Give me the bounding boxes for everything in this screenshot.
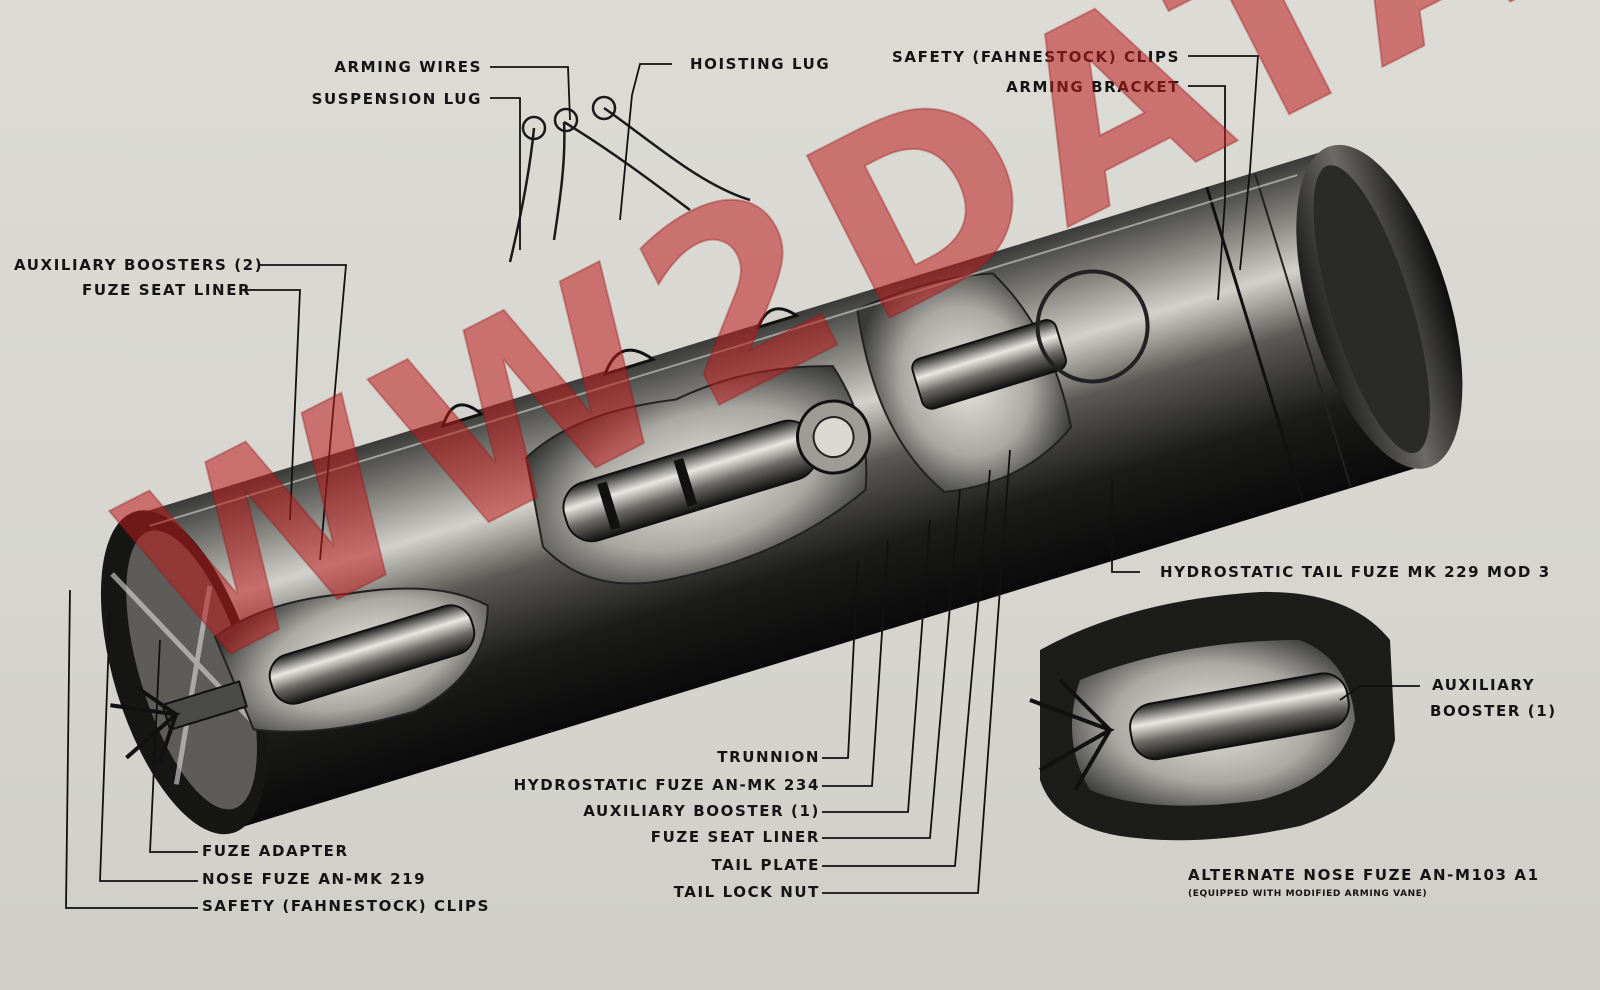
label-nose-fuze: NOSE FUZE AN-MK 219 [202, 870, 427, 888]
label-alternate-note: (EQUIPPED WITH MODIFIED ARMING VANE) [1188, 889, 1428, 899]
label-tail-plate: TAIL PLATE [711, 856, 820, 874]
label-hydrostatic-tail-fuze: HYDROSTATIC TAIL FUZE MK 229 MOD 3 [1160, 563, 1551, 581]
arming-wires [508, 95, 751, 263]
label-fuze-adapter: FUZE ADAPTER [202, 842, 349, 860]
label-booster-1: BOOSTER (1) [1430, 702, 1557, 720]
label-auxiliary-booster-1: AUXILIARY BOOSTER (1) [583, 802, 820, 820]
bomb-body [100, 144, 1463, 835]
label-hydrostatic-fuze: HYDROSTATIC FUZE AN-MK 234 [513, 776, 820, 794]
label-safety-clips-bottom: SAFETY (FAHNESTOCK) CLIPS [202, 897, 491, 915]
label-fuze-seat-liner-top: FUZE SEAT LINER [82, 281, 252, 299]
label-auxiliary: AUXILIARY [1432, 676, 1536, 694]
label-tail-lock-nut: TAIL LOCK NUT [673, 883, 820, 901]
leader-lines [65, 55, 1420, 909]
label-suspension-lug: SUSPENSION LUG [311, 90, 482, 108]
alternate-nose-fuze-illustration [1029, 591, 1395, 841]
label-hoisting-lug: HOISTING LUG [690, 55, 831, 73]
label-arming-wires: ARMING WIRES [334, 58, 482, 76]
label-fuze-seat-liner-bottom: FUZE SEAT LINER [650, 828, 820, 846]
label-safety-clips-top: SAFETY (FAHNESTOCK) CLIPS [891, 48, 1180, 66]
label-auxiliary-boosters-2: AUXILIARY BOOSTERS (2) [14, 256, 264, 274]
label-arming-bracket: ARMING BRACKET [1006, 78, 1180, 96]
label-alternate-nose-fuze: ALTERNATE NOSE FUZE AN-M103 A1 [1188, 866, 1540, 884]
label-trunnion: TRUNNION [717, 748, 820, 766]
